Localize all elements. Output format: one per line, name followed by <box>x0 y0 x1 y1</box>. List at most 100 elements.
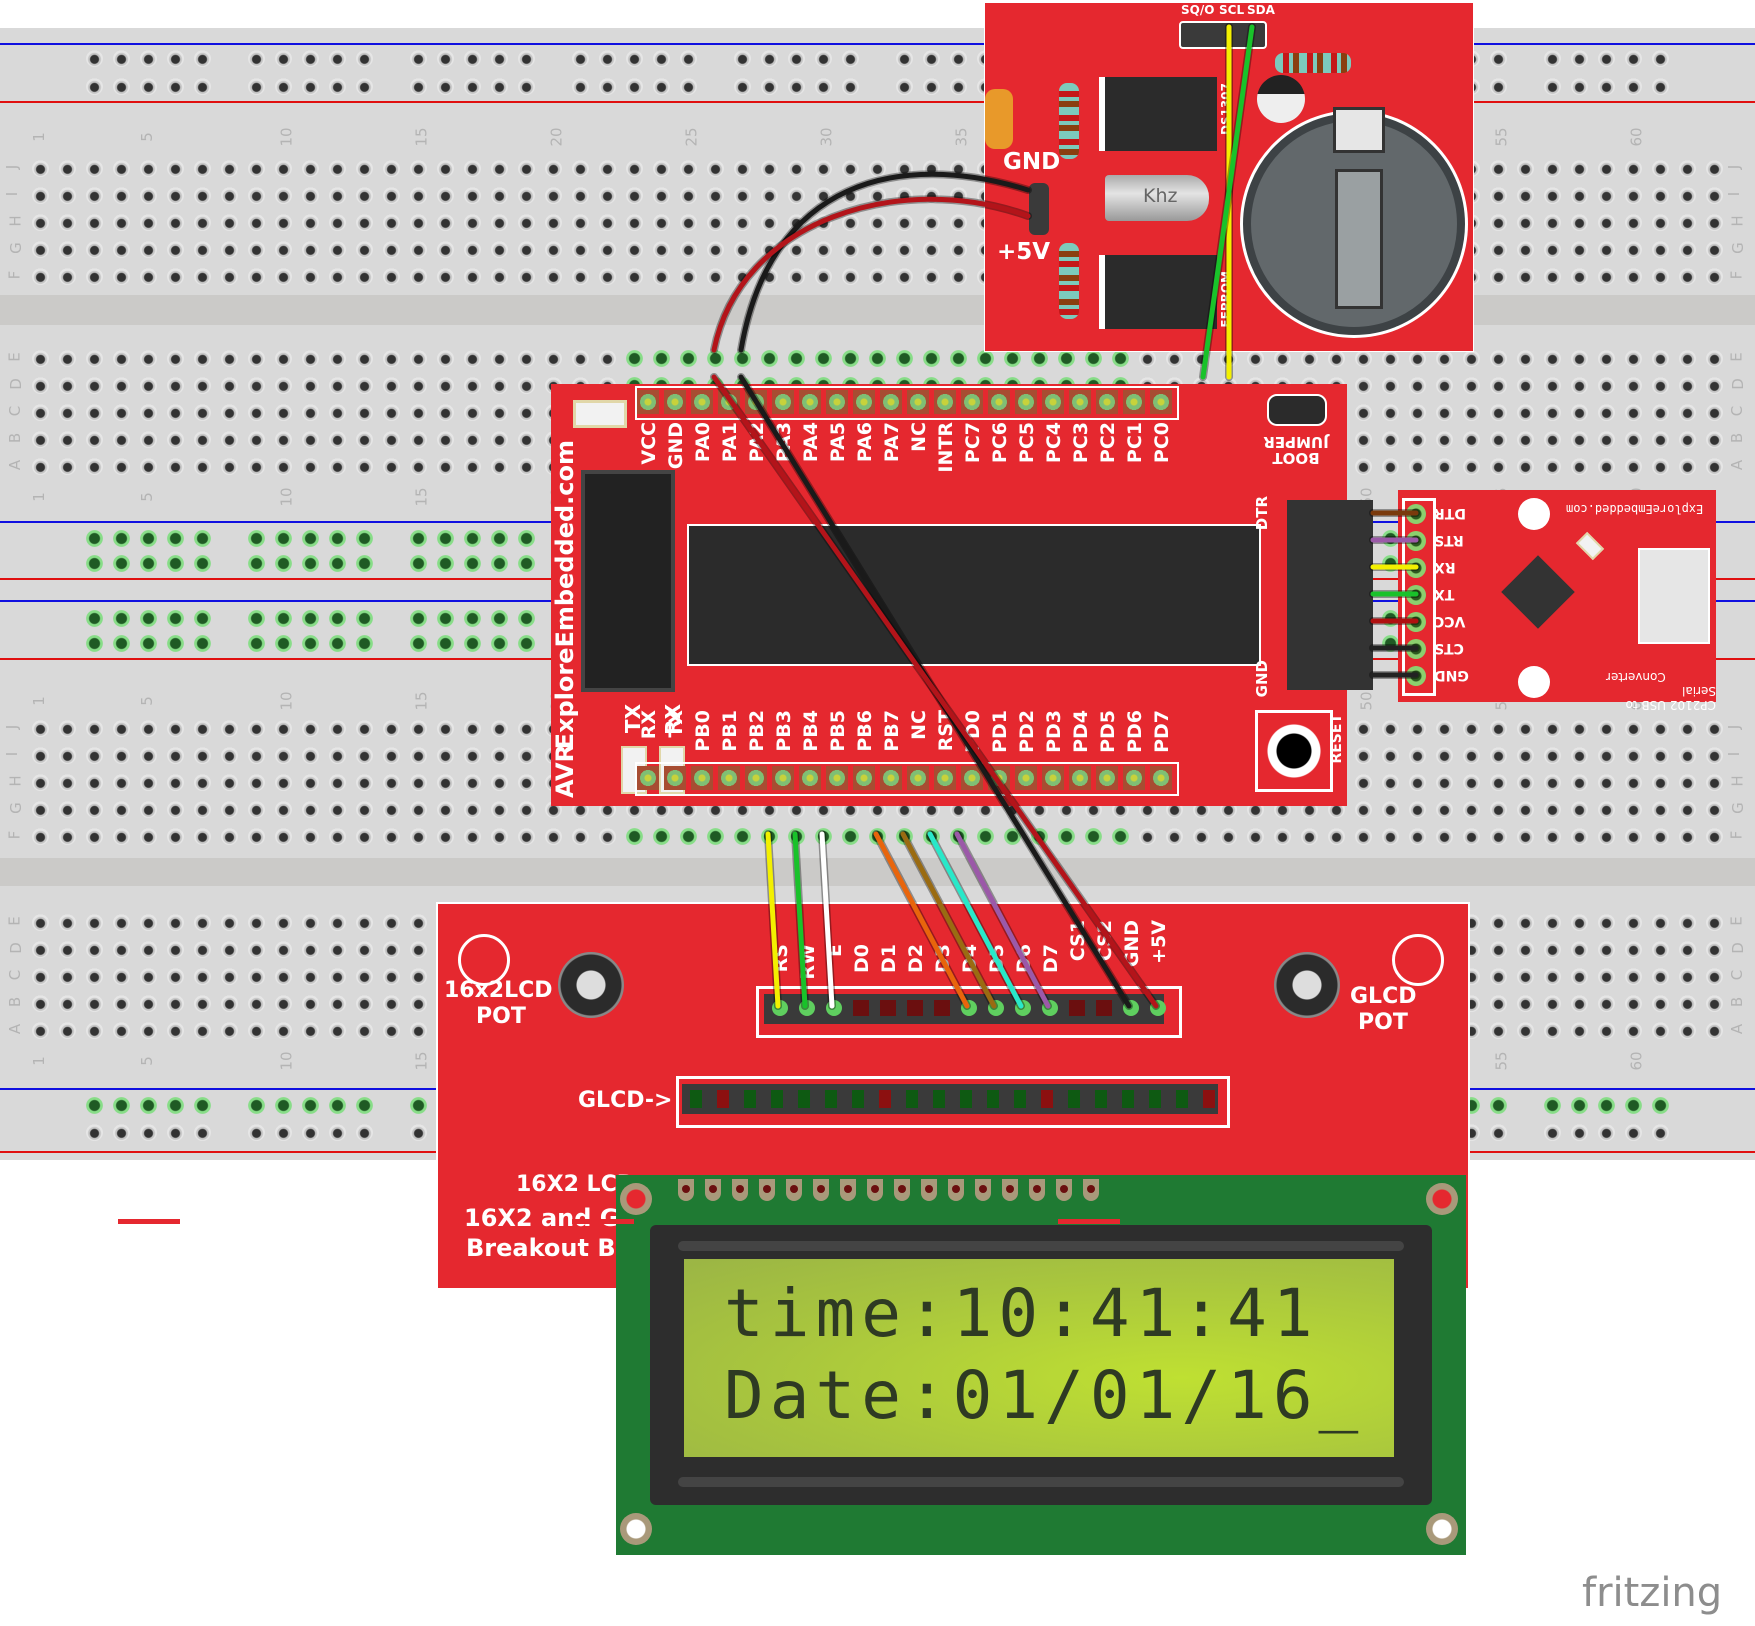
breadboard-hole[interactable] <box>1355 774 1372 791</box>
breadboard-hole[interactable] <box>1355 747 1372 764</box>
breadboard-hole[interactable] <box>248 377 265 394</box>
breadboard-hole[interactable] <box>1544 941 1561 958</box>
breadboard-hole[interactable] <box>815 350 832 367</box>
breadboard-hole[interactable] <box>275 828 292 845</box>
breadboard-hole[interactable] <box>437 404 454 421</box>
breadboard-hole[interactable] <box>491 404 508 421</box>
breadboard-hole[interactable] <box>410 828 427 845</box>
breadboard-hole[interactable] <box>302 187 319 204</box>
breadboard-hole[interactable] <box>1490 458 1507 475</box>
breadboard-hole[interactable] <box>1625 350 1642 367</box>
breadboard-hole[interactable] <box>113 747 130 764</box>
breadboard-hole[interactable] <box>275 214 292 231</box>
rail-hole[interactable] <box>599 50 616 67</box>
breadboard-hole[interactable] <box>1679 458 1696 475</box>
breadboard-hole[interactable] <box>113 801 130 818</box>
rail-hole[interactable] <box>140 555 157 572</box>
breadboard-hole[interactable] <box>1706 941 1723 958</box>
breadboard-hole[interactable] <box>383 941 400 958</box>
breadboard-hole[interactable] <box>113 968 130 985</box>
breadboard-hole[interactable] <box>167 968 184 985</box>
breadboard-hole[interactable] <box>680 214 697 231</box>
lcd-header-pin-rw[interactable] <box>799 1000 815 1016</box>
breadboard-hole[interactable] <box>113 774 130 791</box>
breadboard-hole[interactable] <box>1679 350 1696 367</box>
breadboard-hole[interactable] <box>140 458 157 475</box>
breadboard-hole[interactable] <box>32 828 49 845</box>
breadboard-hole[interactable] <box>869 268 886 285</box>
rail-hole[interactable] <box>1571 50 1588 67</box>
breadboard-hole[interactable] <box>1436 404 1453 421</box>
breadboard-hole[interactable] <box>248 720 265 737</box>
rail-hole[interactable] <box>1598 50 1615 67</box>
breadboard-hole[interactable] <box>734 828 751 845</box>
breadboard-hole[interactable] <box>1436 458 1453 475</box>
breadboard-hole[interactable] <box>59 187 76 204</box>
breadboard-hole[interactable] <box>221 720 238 737</box>
breadboard-hole[interactable] <box>707 241 724 258</box>
rail-hole[interactable] <box>302 50 319 67</box>
rail-hole[interactable] <box>167 1124 184 1141</box>
breadboard-hole[interactable] <box>59 431 76 448</box>
breadboard-hole[interactable] <box>626 268 643 285</box>
breadboard-hole[interactable] <box>1571 914 1588 931</box>
rail-hole[interactable] <box>464 78 481 95</box>
breadboard-hole[interactable] <box>1436 431 1453 448</box>
breadboard-hole[interactable] <box>1571 774 1588 791</box>
breadboard-hole[interactable] <box>329 404 346 421</box>
breadboard-hole[interactable] <box>1301 350 1318 367</box>
breadboard-hole[interactable] <box>410 1022 427 1039</box>
breadboard-hole[interactable] <box>302 241 319 258</box>
glcd-header-pin[interactable] <box>717 1090 729 1108</box>
usb-pin-tx[interactable] <box>1406 585 1426 605</box>
rail-hole[interactable] <box>518 50 535 67</box>
rail-hole[interactable] <box>788 78 805 95</box>
breadboard-hole[interactable] <box>113 431 130 448</box>
breadboard-hole[interactable] <box>626 241 643 258</box>
rail-hole[interactable] <box>518 555 535 572</box>
breadboard-hole[interactable] <box>86 268 103 285</box>
rail-hole[interactable] <box>356 1124 373 1141</box>
breadboard-hole[interactable] <box>977 350 994 367</box>
breadboard-hole[interactable] <box>680 241 697 258</box>
breadboard-hole[interactable] <box>1652 801 1669 818</box>
rail-hole[interactable] <box>1598 1097 1615 1114</box>
breadboard-hole[interactable] <box>140 214 157 231</box>
breadboard-hole[interactable] <box>1544 747 1561 764</box>
rail-hole[interactable] <box>275 530 292 547</box>
glcd-header-pin[interactable] <box>690 1090 702 1108</box>
breadboard-hole[interactable] <box>1571 431 1588 448</box>
rail-hole[interactable] <box>815 78 832 95</box>
breadboard-hole[interactable] <box>1598 720 1615 737</box>
breadboard-hole[interactable] <box>788 241 805 258</box>
breadboard-hole[interactable] <box>302 268 319 285</box>
breadboard-hole[interactable] <box>923 350 940 367</box>
breadboard-hole[interactable] <box>1517 268 1534 285</box>
breadboard-hole[interactable] <box>491 160 508 177</box>
breadboard-hole[interactable] <box>356 268 373 285</box>
breadboard-hole[interactable] <box>1436 377 1453 394</box>
breadboard-hole[interactable] <box>1517 801 1534 818</box>
breadboard-hole[interactable] <box>1598 214 1615 231</box>
rail-hole[interactable] <box>167 555 184 572</box>
rail-hole[interactable] <box>410 78 427 95</box>
breadboard-hole[interactable] <box>896 268 913 285</box>
lcd-header-pin-d4[interactable] <box>961 1000 977 1016</box>
breadboard-hole[interactable] <box>410 350 427 367</box>
breadboard-hole[interactable] <box>518 774 535 791</box>
breadboard-hole[interactable] <box>86 1022 103 1039</box>
breadboard-hole[interactable] <box>113 941 130 958</box>
breadboard-hole[interactable] <box>572 828 589 845</box>
breadboard-hole[interactable] <box>680 350 697 367</box>
breadboard-hole[interactable] <box>167 377 184 394</box>
breadboard-hole[interactable] <box>59 377 76 394</box>
rail-hole[interactable] <box>140 78 157 95</box>
breadboard-hole[interactable] <box>491 214 508 231</box>
breadboard-hole[interactable] <box>1490 828 1507 845</box>
breadboard-hole[interactable] <box>140 720 157 737</box>
breadboard-hole[interactable] <box>1328 350 1345 367</box>
breadboard-hole[interactable] <box>626 160 643 177</box>
breadboard-hole[interactable] <box>1571 747 1588 764</box>
breadboard-hole[interactable] <box>329 801 346 818</box>
breadboard-hole[interactable] <box>1598 268 1615 285</box>
